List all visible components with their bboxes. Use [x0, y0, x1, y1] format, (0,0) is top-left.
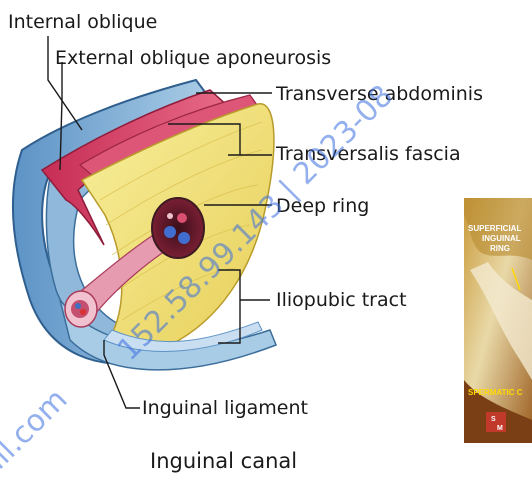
photo-label-ring: RING: [490, 244, 510, 253]
deep-ring-vessel: [177, 213, 187, 223]
photo-label-inguinal: INGUINAL: [482, 234, 521, 243]
cord-core: [71, 300, 89, 318]
label-internal-oblique: Internal oblique: [8, 11, 157, 33]
deep-ring-vessel: [178, 232, 190, 244]
cord-artery: [80, 309, 86, 315]
deep-ring: [152, 198, 204, 258]
dissection-photo: SUPERFICIAL INGUINAL RING SPERMATIC C S …: [464, 198, 532, 443]
photo-badge-bottom: M: [497, 425, 503, 432]
photo-badge-top: S: [491, 416, 496, 423]
deep-ring-vessel: [164, 226, 176, 238]
watermark-text-2: ail.com: [0, 382, 74, 481]
label-iliopubic-tract: Iliopubic tract: [276, 289, 407, 311]
caption: Inguinal canal: [150, 449, 297, 473]
label-external-oblique-aponeurosis: External oblique aponeurosis: [55, 47, 331, 69]
photo-label-superficial: SUPERFICIAL: [468, 224, 521, 233]
photo-badge: [486, 412, 506, 432]
photo-label-spermatic: SPERMATIC C: [468, 388, 523, 397]
cord-vessel: [75, 303, 81, 309]
deep-ring-vessel: [167, 213, 173, 219]
label-inguinal-ligament: Inguinal ligament: [142, 397, 308, 419]
